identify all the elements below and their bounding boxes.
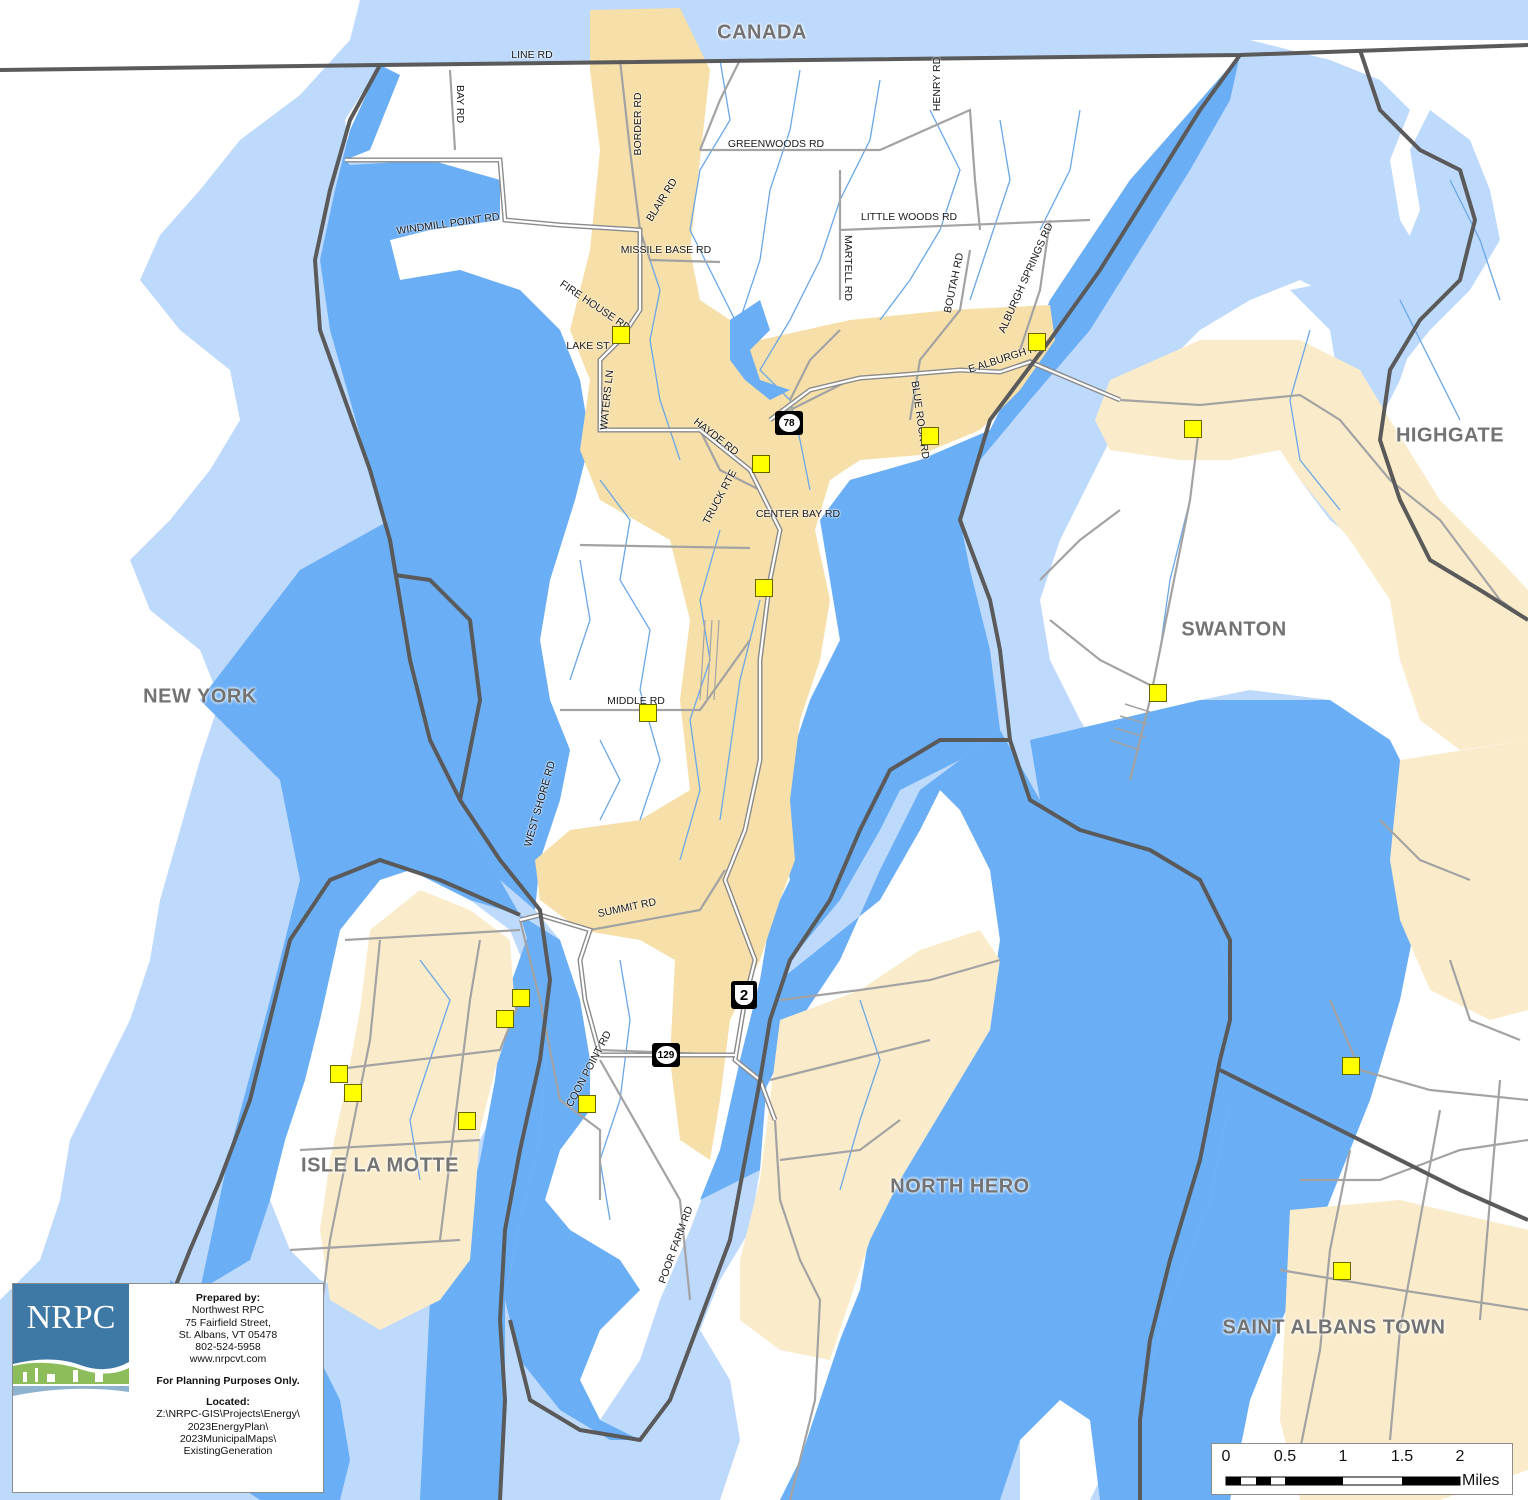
alburgh-east-lake — [700, 55, 1240, 1200]
road-label-line-rd: LINE RD — [511, 49, 553, 61]
town-label-isle-la-motte: ISLE LA MOTTE — [301, 1154, 459, 1177]
isle-la-motte-east-lake — [420, 930, 545, 1500]
credit-path-line: Z:\NRPC-GIS\Projects\Energy\ — [156, 1408, 300, 1421]
swanton-piers — [1109, 703, 1151, 751]
credit-located-label: Located: — [206, 1396, 250, 1409]
generation-site-marker[interactable] — [752, 455, 770, 473]
suitable-area-north-hero — [740, 930, 1000, 1360]
scale-bar-graphic — [1225, 1476, 1461, 1486]
town-label-saint-albans-town: SAINT ALBANS TOWN — [1222, 1316, 1446, 1339]
suitable-area-highgate-south — [1390, 740, 1528, 1020]
generation-site-marker[interactable] — [578, 1095, 596, 1113]
credit-path-line: 2023EnergyPlan\ — [187, 1420, 269, 1433]
road-label-lake-st: LAKE ST — [566, 340, 610, 352]
generation-site-marker[interactable] — [496, 1010, 514, 1028]
generation-site-marker[interactable] — [921, 427, 939, 445]
generation-site-marker[interactable] — [1333, 1262, 1351, 1280]
generation-site-marker[interactable] — [639, 704, 657, 722]
credit-city: St. Albans, VT 05478 — [178, 1328, 278, 1341]
credit-path-line: 2023MunicipalMaps\ — [179, 1432, 277, 1445]
generation-site-marker[interactable] — [330, 1065, 348, 1083]
town-label-new-york: NEW YORK — [143, 685, 257, 708]
road-label-center-bay-rd: CENTER BAY RD — [755, 508, 841, 520]
road-label-greenwoods-rd: GREENWOODS RD — [727, 138, 825, 150]
route-2-label: 2 — [735, 985, 753, 1005]
road-label-missile-base-rd: MISSILE BASE RD — [620, 244, 712, 256]
route-78-shield: 78 — [775, 411, 803, 435]
generation-site-marker[interactable] — [512, 989, 530, 1007]
credit-org: Northwest RPC — [191, 1304, 265, 1317]
suitable-area-alburgh — [535, 8, 1055, 1160]
credit-box: NRPC Prepared by: Northwest RPC 75 Fairf… — [12, 1283, 324, 1493]
generation-site-marker[interactable] — [344, 1084, 362, 1102]
scale-tick: 2 — [1455, 1448, 1465, 1465]
generation-site-marker[interactable] — [1184, 420, 1202, 438]
pond — [730, 300, 790, 400]
road-label-henry-rd: HENRY RD — [931, 56, 943, 112]
coon-point-lake — [505, 915, 640, 1440]
generation-site-marker[interactable] — [1342, 1057, 1360, 1075]
field-lines — [699, 619, 720, 701]
nrpc-logo-text: NRPC — [27, 1299, 116, 1336]
suitable-area-isle-la-motte — [320, 890, 515, 1330]
route-129-shield: 129 — [652, 1043, 680, 1067]
credit-street: 75 Fairfield Street, — [185, 1316, 271, 1329]
nrpc-logo: NRPC — [13, 1284, 129, 1396]
credit-prepared-by: Prepared by: — [195, 1292, 261, 1304]
saint-albans-bay-lake — [1030, 700, 1420, 1500]
north-hero-east-lake — [760, 730, 1230, 1500]
credit-path-line: ExistingGeneration — [183, 1445, 273, 1458]
scale-tick: 1 — [1338, 1448, 1348, 1465]
scale-tick: 0 — [1221, 1448, 1231, 1465]
boundaries — [0, 43, 1528, 1500]
suitable-area-swanton — [1095, 340, 1528, 750]
alburgh-west-lake — [320, 65, 590, 910]
generation-site-marker[interactable] — [755, 579, 773, 597]
road-label-border-rd: BORDER RD — [632, 92, 644, 156]
south-island-land — [1020, 1400, 1100, 1500]
route-78-label: 78 — [778, 414, 800, 432]
generation-site-marker[interactable] — [612, 326, 630, 344]
route-129-label: 129 — [655, 1046, 677, 1064]
scale-unit: Miles — [1462, 1472, 1500, 1489]
route-2-shield: 2 — [731, 981, 757, 1009]
new-york-land — [0, 0, 360, 1300]
credit-web: www.nrpcvt.com — [189, 1353, 267, 1366]
isle-la-motte-west-lake — [200, 520, 520, 1290]
generation-site-marker[interactable] — [458, 1112, 476, 1130]
town-label-north-hero: NORTH HERO — [890, 1175, 1030, 1198]
credit-text: Prepared by: Northwest RPC 75 Fairfield … — [138, 1292, 318, 1458]
road-label-little-woods-rd: LITTLE WOODS RD — [860, 211, 958, 223]
scale-bar: 0 0.5 1 1.5 2 Miles — [1211, 1443, 1513, 1495]
town-label-highgate: HIGHGATE — [1395, 424, 1505, 447]
road-label-bay-rd: BAY RD — [454, 84, 466, 124]
scale-tick: 0.5 — [1273, 1448, 1297, 1465]
major-routes — [345, 157, 1121, 1121]
town-label-swanton: SWANTON — [1181, 618, 1287, 641]
credit-disclaimer: For Planning Purposes Only. — [156, 1374, 300, 1387]
road-label-martell-rd: MARTELL RD — [842, 235, 854, 301]
generation-site-marker[interactable] — [1149, 684, 1167, 702]
scale-tick: 1.5 — [1390, 1448, 1414, 1465]
generation-site-marker[interactable] — [1028, 333, 1046, 351]
town-label-canada: CANADA — [717, 21, 807, 44]
credit-phone: 802-524-5958 — [195, 1341, 261, 1354]
